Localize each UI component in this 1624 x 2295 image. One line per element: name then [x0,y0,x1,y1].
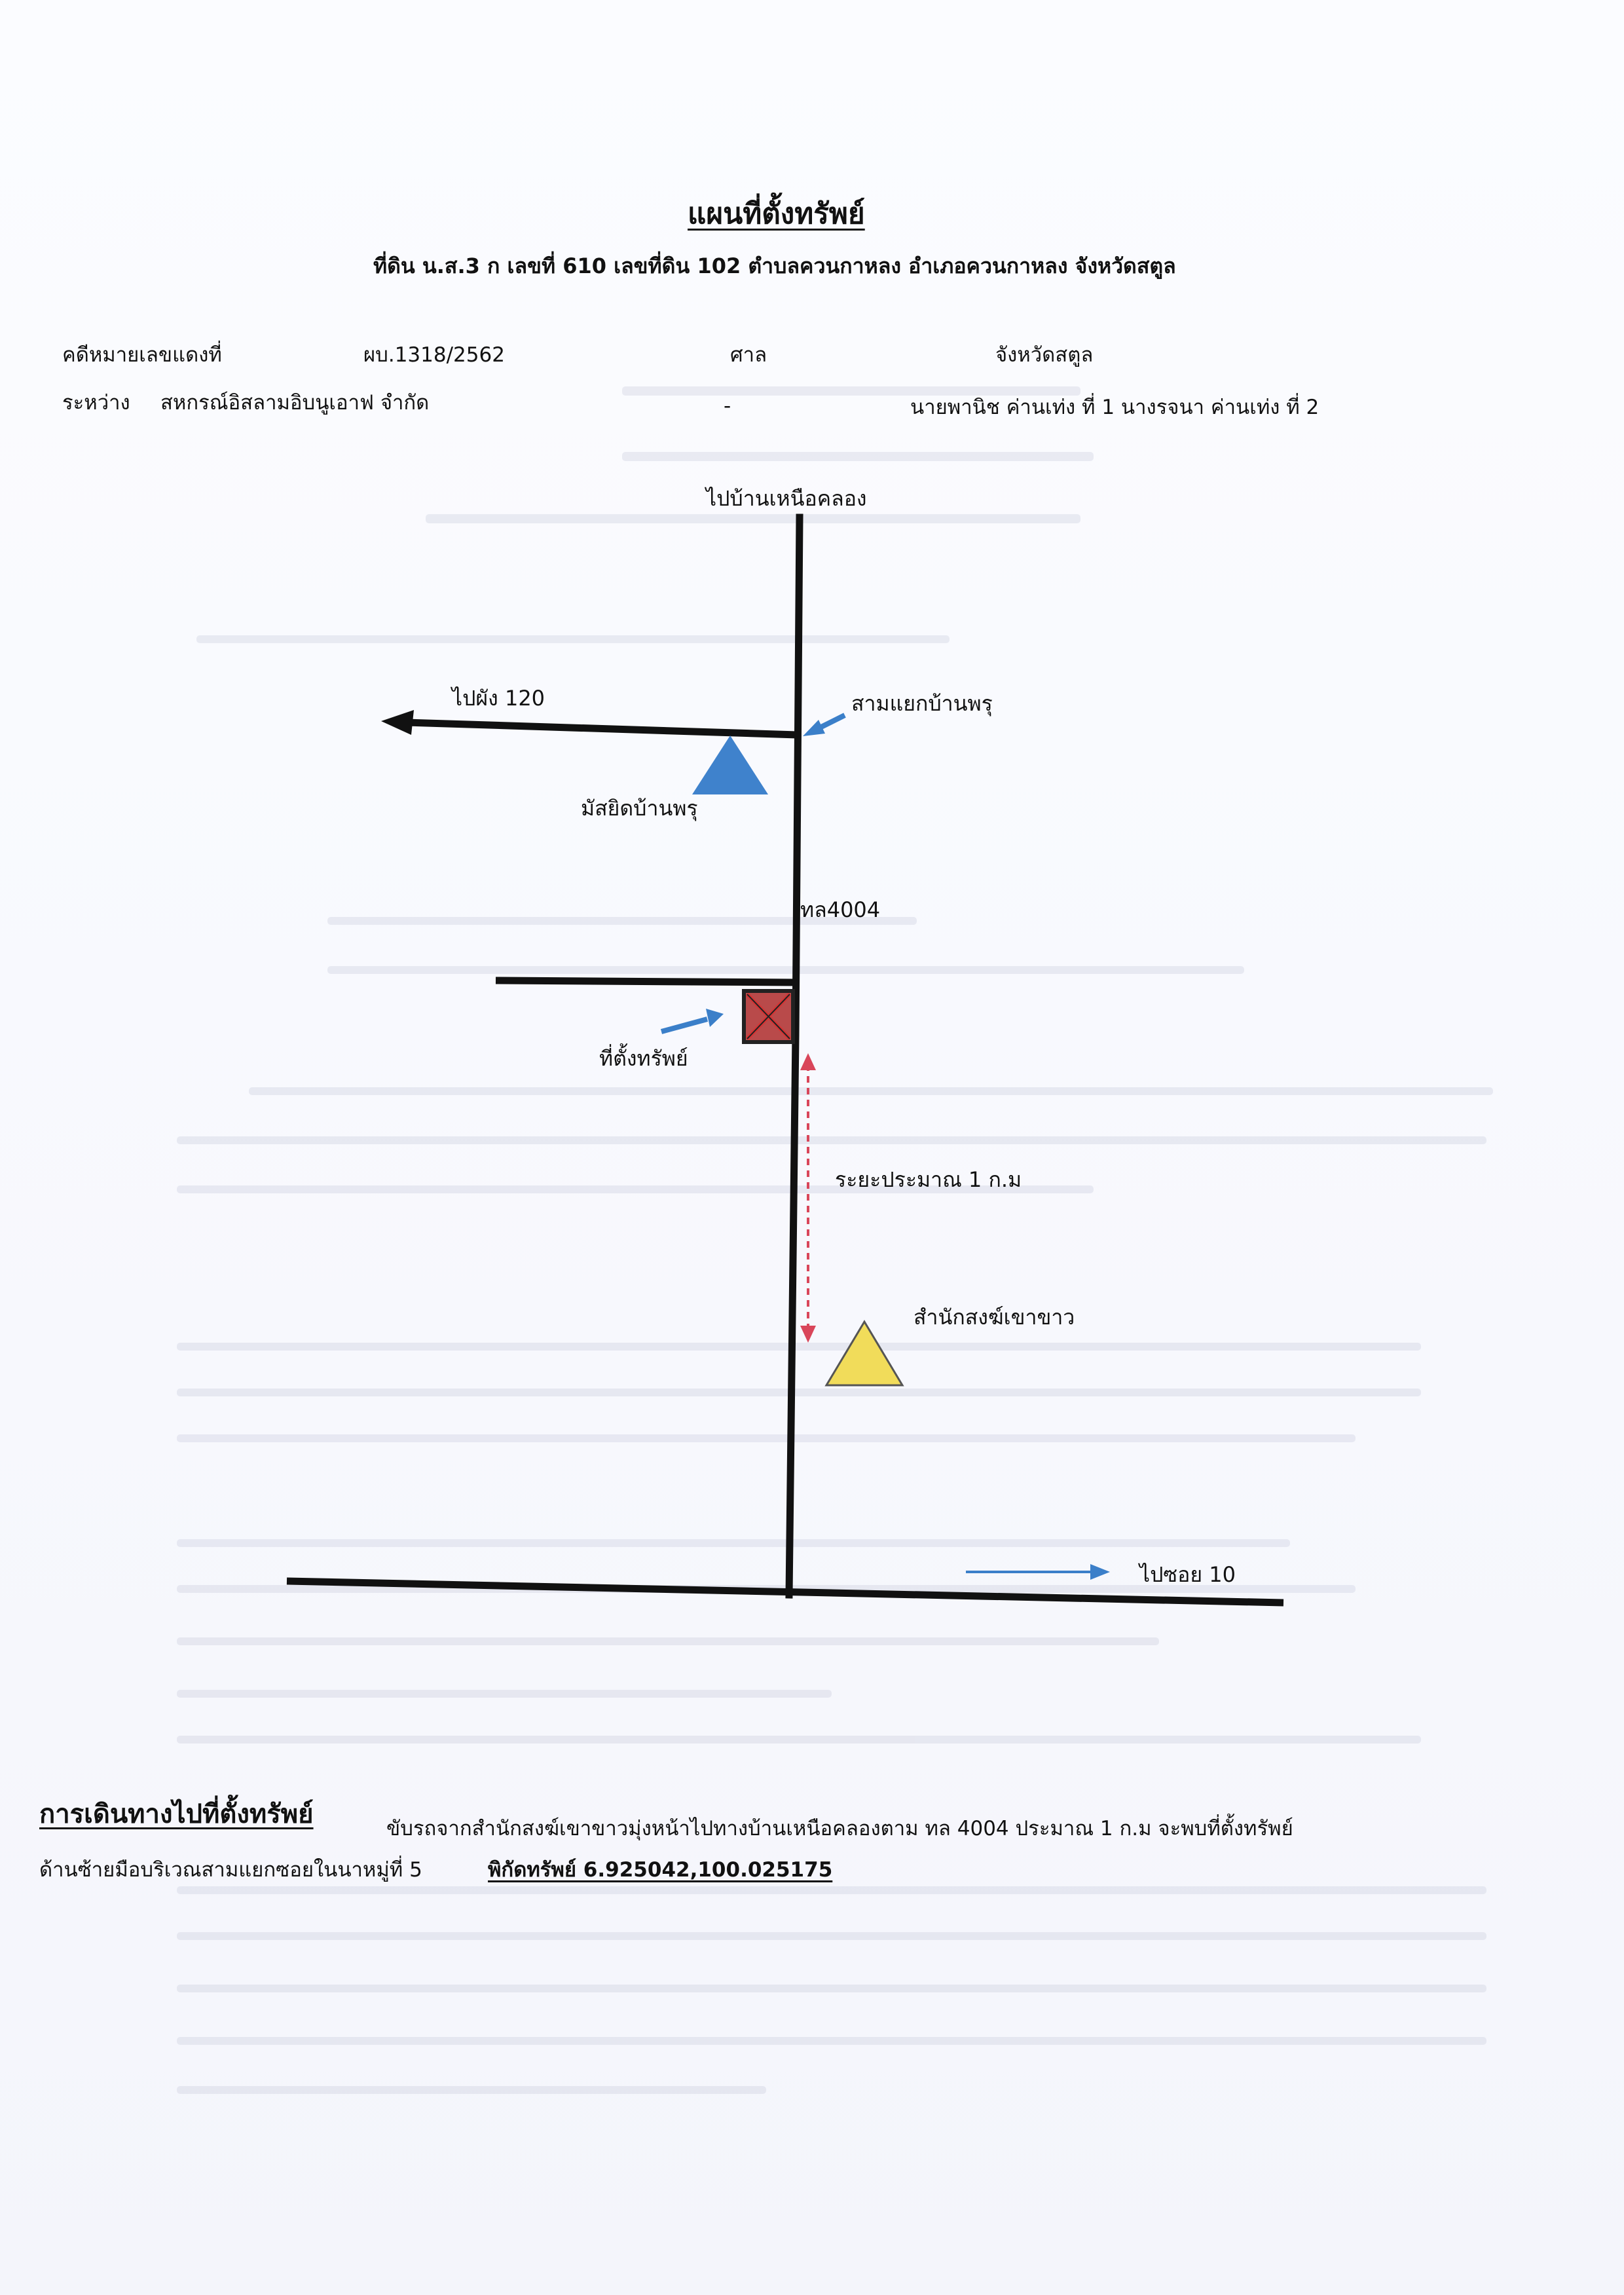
directions-heading: การเดินทางไปที่ตั้งทรัพย์ [39,1799,314,1829]
case-number-value: ผบ.1318/2562 [363,343,505,367]
label-north-destination: ไปบ้านเหนือคลอง [706,486,867,511]
label-highway: ทล4004 [800,897,881,922]
page-title: แผนที่ตั้งทรัพย์ [688,197,865,231]
property-marker [742,989,795,1044]
west-road-arrowhead [381,710,414,735]
monastery-triangle [824,1320,904,1387]
defendant-names: นายพานิช ค่านเท่ง ที่ 1 นางรจนา ค่านเท่ง… [910,396,1320,419]
label-mosque: มัสยิดบ้านพรุ [581,796,698,821]
case-number-label: คดีหมายเลขแดงที่ [62,343,222,367]
junction-arrow-head [803,720,825,736]
label-distance: ระยะประมาณ 1 ก.ม [835,1167,1022,1192]
party-separator: - [724,394,731,418]
highway-road [785,513,803,1599]
label-junction: สามแยกบ้านพรุ [851,691,993,716]
property-arrow-head [706,1009,724,1027]
label-property: ที่ตั้งทรัพย์ [599,1046,688,1071]
east-arrow-head [1090,1564,1110,1580]
label-monastery: สำนักสงฆ์เขาขาว [913,1305,1075,1330]
property-coordinates: พิกัดทรัพย์ 6.925042,100.025175 [488,1858,833,1882]
directions-line-2: ด้านซ้ายมือบริเวณสามแยกซอยในนาหมู่ที่ 5 [39,1858,422,1882]
label-east-road: ไปซอย 10 [1139,1562,1236,1587]
distance-arrow-top [800,1053,816,1070]
directions-line-1: ขับรถจากสำนักสงฆ์เขาขาวมุ่งหน้าไปทางบ้าน… [386,1817,1293,1840]
bottom-road [286,1577,1284,1607]
between-label: ระหว่าง [62,391,130,415]
west-road [405,718,798,739]
property-arrow-shaft [660,1017,709,1034]
court-value: จังหวัดสตูล [995,343,1094,367]
distance-arrow-bottom [800,1326,816,1343]
plaintiff-name: สหกรณ์อิสลามอิบนูเอาฟ จำกัด [160,391,430,415]
court-label: ศาล [730,343,767,367]
mosque-triangle [692,736,768,794]
property-subtitle: ที่ดิน น.ส.3 ก เลขที่ 610 เลขที่ดิน 102 … [373,253,1176,278]
property-side-road [495,977,797,986]
label-west-road: ไปผัง 120 [452,686,545,711]
